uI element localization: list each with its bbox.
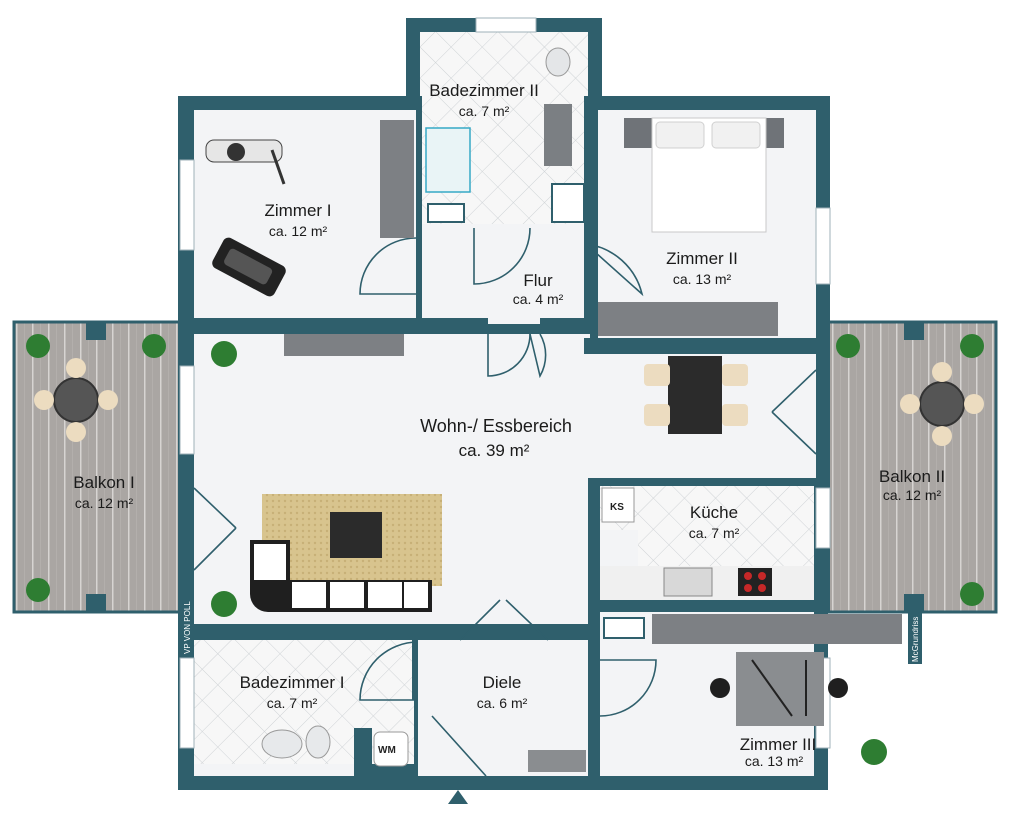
room-name-zimmer2: Zimmer II bbox=[666, 249, 738, 268]
wm-label: WM bbox=[378, 745, 396, 756]
wardrobe-zimmer1 bbox=[380, 120, 414, 238]
exercise-bike bbox=[205, 139, 286, 185]
shoe-cabinet bbox=[528, 750, 586, 772]
plants bbox=[26, 334, 984, 765]
wardrobe-zimmer2 bbox=[598, 302, 778, 336]
wardrobe-zimmer3 bbox=[652, 614, 902, 644]
room-name-flur: Flur bbox=[523, 271, 553, 290]
branding-strip-left bbox=[180, 600, 194, 656]
room-area-wohn: ca. 39 m² bbox=[459, 441, 530, 460]
desks bbox=[710, 652, 848, 726]
room-area-zimmer1: ca. 12 m² bbox=[269, 223, 328, 239]
dining-set bbox=[644, 356, 748, 434]
room-area-kueche: ca. 7 m² bbox=[689, 525, 740, 541]
branding-right: McGrundriss bbox=[911, 617, 920, 662]
room-name-balkon1: Balkon I bbox=[73, 473, 134, 492]
room-name-balkon2: Balkon II bbox=[879, 467, 945, 486]
room-area-bad1: ca. 7 m² bbox=[267, 695, 318, 711]
kitchen-fixtures bbox=[601, 487, 772, 597]
doors bbox=[193, 227, 817, 777]
room-area-zimmer3: ca. 13 m² bbox=[745, 753, 804, 769]
room-area-zimmer2: ca. 13 m² bbox=[673, 271, 732, 287]
room-name-diele: Diele bbox=[483, 673, 522, 692]
room-name-zimmer3: Zimmer III bbox=[740, 735, 817, 754]
coffee-table bbox=[330, 512, 382, 558]
room-name-wohn: Wohn-/ Essbereich bbox=[420, 416, 572, 436]
sofa bbox=[250, 540, 432, 612]
room-labels: Badezimmer II ca. 7 m² Zimmer I ca. 12 m… bbox=[73, 81, 945, 769]
balcony-table-right bbox=[900, 362, 984, 446]
room-area-balkon2: ca. 12 m² bbox=[883, 487, 942, 503]
balcony-table-left bbox=[34, 358, 118, 442]
room-area-bad2: ca. 7 m² bbox=[459, 103, 510, 119]
sideboard bbox=[284, 334, 404, 356]
room-area-diele: ca. 6 m² bbox=[477, 695, 528, 711]
room-name-bad2: Badezimmer II bbox=[429, 81, 539, 100]
room-name-zimmer1: Zimmer I bbox=[264, 201, 331, 220]
room-area-flur: ca. 4 m² bbox=[513, 291, 564, 307]
bed bbox=[624, 117, 784, 233]
branding-strip-right bbox=[908, 606, 922, 664]
entrance-arrow-icon bbox=[448, 790, 468, 804]
ks-label: KS bbox=[610, 502, 624, 513]
interior-walls bbox=[194, 96, 830, 776]
branding-left: VP VON POLL bbox=[183, 601, 192, 654]
room-name-kueche: Küche bbox=[690, 503, 738, 522]
balcony-left bbox=[12, 320, 182, 614]
fixture-box bbox=[603, 617, 645, 639]
room-area-balkon1: ca. 12 m² bbox=[75, 495, 134, 511]
treadmill bbox=[212, 237, 286, 297]
room-name-bad1: Badezimmer I bbox=[240, 673, 345, 692]
bath1-fixtures bbox=[261, 725, 409, 767]
bath2-fixtures bbox=[425, 47, 585, 223]
